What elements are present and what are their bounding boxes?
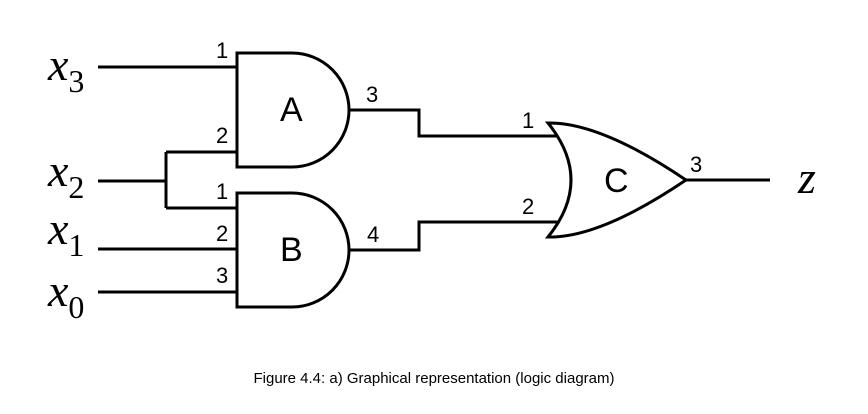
input-x1-label: x1 (47, 203, 84, 263)
gate-a-pin-1: 1 (216, 38, 228, 63)
input-x2-label: x2 (47, 145, 84, 205)
wire-a-to-c1 (349, 108, 565, 138)
figure-caption: Figure 4.4: a) Graphical representation … (253, 370, 615, 387)
gate-c-pin-3: 3 (690, 152, 702, 177)
gate-b-pin-2: 2 (216, 221, 228, 246)
gate-c-label: C (604, 162, 629, 200)
gate-c-or (544, 121, 689, 239)
gate-b-pin-4: 4 (367, 222, 379, 247)
gate-b-label: B (280, 231, 303, 269)
input-x3-label: x3 (47, 39, 84, 99)
gate-c-pin-1: 1 (522, 108, 534, 133)
wires (98, 65, 770, 294)
gate-b-and (235, 191, 351, 309)
wire-x2-bus (98, 150, 237, 210)
logic-diagram: A B C 1 2 3 1 2 3 4 1 2 3 x3 x2 x1 x0 z (47, 38, 816, 325)
gate-a-pin-3: 3 (366, 82, 378, 107)
wire-b-to-c2 (350, 220, 565, 252)
output-z-label: z (797, 152, 816, 203)
gate-c-pin-2: 2 (522, 194, 534, 219)
gate-b-pin-1: 1 (216, 179, 228, 204)
gate-a-label: A (280, 91, 303, 129)
gate-b-pin-3: 3 (216, 263, 228, 288)
gate-a-and (235, 51, 351, 169)
input-x0-label: x0 (47, 265, 84, 325)
gate-a-pin-2: 2 (216, 123, 228, 148)
